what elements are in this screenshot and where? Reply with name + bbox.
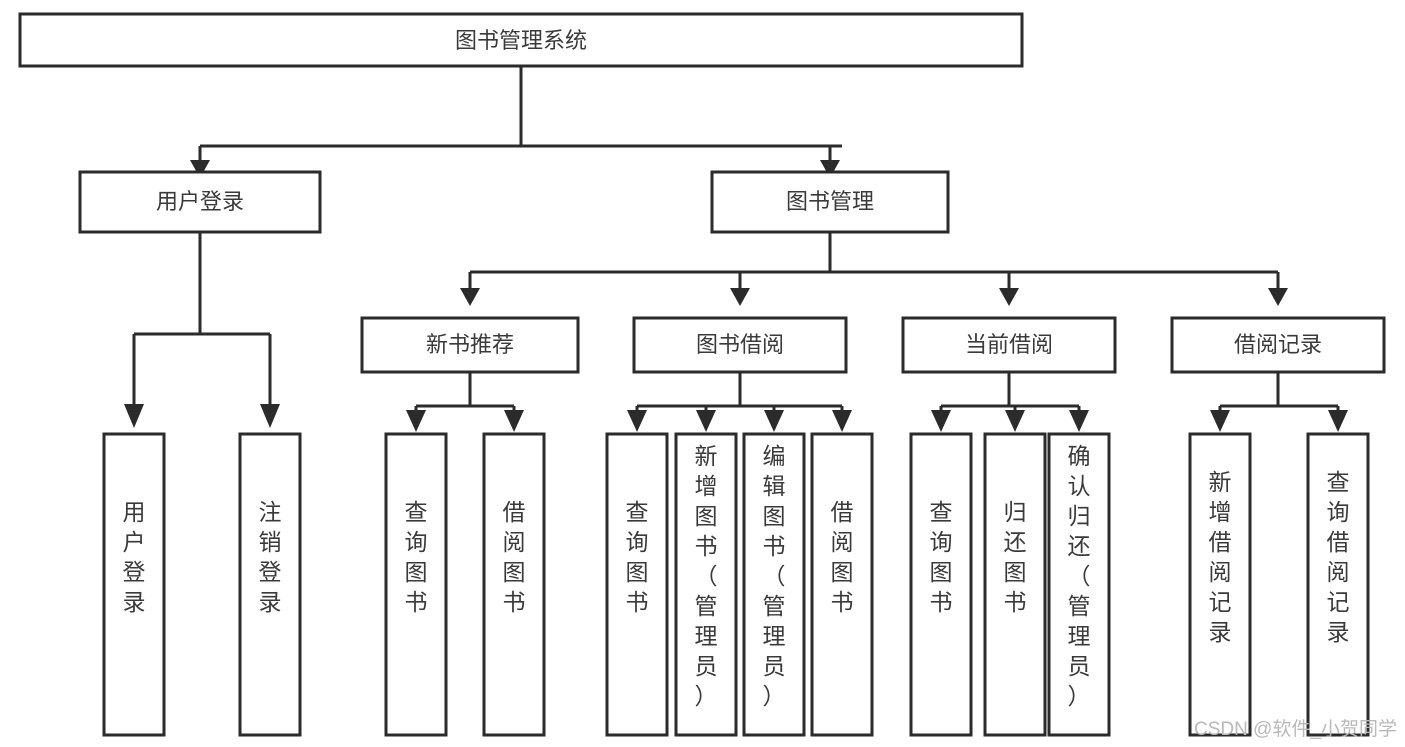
arrowhead-leaf-add-book-admin [696,410,716,432]
connectors-borrow-record-to-leaves [1210,372,1348,432]
node-new-book-rec[interactable]: 新书推荐 [360,316,580,374]
node-box-leaf-user-login[interactable] [102,432,166,737]
node-box-leaf-edit-book-admin[interactable] [742,432,806,737]
node-box-leaf-return-book[interactable] [983,432,1047,737]
node-user-login[interactable]: 用户登录 [78,170,322,234]
connectors-book-borrow-to-leaves [627,372,852,432]
node-leaf-query-book-rec[interactable]: 查询图书 [384,432,448,737]
node-box-leaf-query-book-borrow[interactable] [605,432,669,737]
node-book-manage[interactable]: 图书管理 [710,170,950,234]
csdn-watermark: CSDN @软件_小贺同学 [1194,719,1397,740]
node-label-leaf-user-login: 用户登录 [123,499,146,615]
node-box-leaf-query-book-rec[interactable] [384,432,448,737]
node-leaf-return-book[interactable]: 归还图书 [983,432,1047,737]
node-label-borrow-record: 借阅记录 [1234,332,1322,357]
node-box-new-book-rec[interactable] [360,316,580,374]
node-leaf-confirm-return-admin[interactable]: 确认归还（管理员） [1047,432,1111,737]
arrowhead-book-borrow [730,288,750,306]
node-label-user-login: 用户登录 [156,189,244,214]
node-box-leaf-borrow-book-rec[interactable] [482,432,546,737]
connectors-user-login-to-leaves [124,232,280,428]
node-label-current-borrow: 当前借阅 [965,332,1053,357]
node-label-leaf-logout: 注销登录 [259,499,282,615]
node-leaf-query-book-borrow[interactable]: 查询图书 [605,432,669,737]
arrowhead-leaf-borrow-book-rec [504,410,524,432]
connectors-book-manage-to-level3 [460,232,1288,306]
node-label-root: 图书管理系统 [455,28,587,53]
arrowhead-borrow-record [1268,288,1288,306]
node-box-borrow-record[interactable] [1170,316,1386,374]
node-leaf-edit-book-admin[interactable]: 编辑图书（管理员） [742,432,806,737]
arrowhead-book-manage [820,160,840,178]
node-box-root[interactable] [18,12,1024,68]
node-box-leaf-add-borrow-record[interactable] [1188,432,1252,737]
connectors-root-to-level2 [190,66,842,178]
node-label-leaf-query-borrow-record: 查询借阅记录 [1327,469,1350,645]
arrowhead-leaf-user-login [124,404,144,428]
node-label-leaf-query-book-borrow: 查询图书 [626,499,649,615]
node-label-leaf-query-book-current: 查询图书 [930,499,953,615]
node-box-book-manage[interactable] [710,170,950,234]
arrowhead-leaf-confirm-return-admin [1069,410,1089,432]
node-leaf-query-book-current[interactable]: 查询图书 [909,432,973,737]
node-label-leaf-borrow-book: 借阅图书 [831,499,854,615]
node-box-book-borrow[interactable] [632,316,848,374]
node-label-new-book-rec: 新书推荐 [426,332,514,357]
node-box-user-login[interactable] [78,170,322,234]
arrowhead-leaf-query-book-rec [406,410,426,432]
node-box-leaf-logout[interactable] [238,432,302,737]
node-box-current-borrow[interactable] [901,316,1117,374]
arrowhead-leaf-query-borrow-record [1328,410,1348,432]
node-leaf-borrow-book[interactable]: 借阅图书 [810,432,874,737]
node-leaf-user-login[interactable]: 用户登录 [102,432,166,737]
node-leaf-query-borrow-record[interactable]: 查询借阅记录 [1306,432,1370,737]
connectors-new-book-rec-to-leaves [406,372,524,432]
arrowhead-new-book-rec [460,288,480,306]
node-label-leaf-add-borrow-record: 新增借阅记录 [1209,469,1232,645]
arrowhead-leaf-return-book [1005,410,1025,432]
node-book-borrow[interactable]: 图书借阅 [632,316,848,374]
node-label-leaf-borrow-book-rec: 借阅图书 [503,499,526,615]
node-root-title[interactable]: 图书管理系统 [18,12,1024,68]
arrowhead-leaf-query-book-borrow [627,410,647,432]
node-borrow-record[interactable]: 借阅记录 [1170,316,1386,374]
node-label-leaf-return-book: 归还图书 [1004,499,1027,615]
node-label-leaf-query-book-rec: 查询图书 [405,499,428,615]
node-box-leaf-query-book-current[interactable] [909,432,973,737]
node-box-leaf-add-book-admin[interactable] [674,432,738,737]
connectors-current-borrow-to-leaves [931,372,1089,432]
arrowhead-current-borrow [999,288,1019,306]
node-label-leaf-edit-book-admin: 编辑图书（管理员） [763,443,786,709]
arrowhead-leaf-query-book-current [931,410,951,432]
node-box-leaf-query-borrow-record[interactable] [1306,432,1370,737]
arrowhead-leaf-borrow-book [832,410,852,432]
arrowhead-user-login [190,160,210,178]
arrowhead-leaf-add-borrow-record [1210,410,1230,432]
node-leaf-logout[interactable]: 注销登录 [238,432,302,737]
arrowhead-leaf-logout [260,404,280,428]
node-leaf-add-borrow-record[interactable]: 新增借阅记录 [1188,432,1252,737]
node-box-leaf-borrow-book[interactable] [810,432,874,737]
arrowhead-leaf-edit-book-admin [764,410,784,432]
node-leaf-borrow-book-rec[interactable]: 借阅图书 [482,432,546,737]
node-label-book-manage: 图书管理 [786,189,874,214]
node-leaf-add-book-admin[interactable]: 新增图书（管理员） [674,432,738,737]
node-label-leaf-add-book-admin: 新增图书（管理员） [695,443,718,709]
node-label-book-borrow: 图书借阅 [696,332,784,357]
node-current-borrow[interactable]: 当前借阅 [901,316,1117,374]
node-box-leaf-confirm-return-admin[interactable] [1047,432,1111,737]
node-label-leaf-confirm-return-admin: 确认归还（管理员） [1068,443,1091,709]
